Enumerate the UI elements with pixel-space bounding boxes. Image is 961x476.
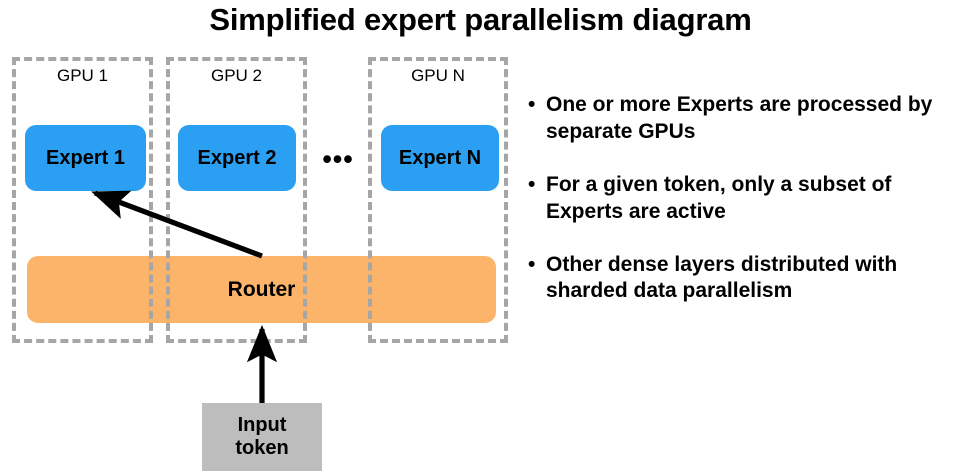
bullet-text-1: One or more Experts are processed by sep…: [546, 93, 933, 143]
expert-box-n: Expert N: [381, 125, 499, 191]
page-title: Simplified expert parallelism diagram: [209, 2, 752, 37]
bullet-marker-icon: •: [528, 93, 536, 116]
bullet-marker-icon: •: [528, 252, 536, 276]
router-label: Router: [227, 277, 296, 301]
input-token-box: Input token: [202, 403, 322, 471]
input-token-line-2: token: [235, 437, 289, 459]
bullet-marker-icon: •: [528, 172, 536, 196]
gpu-label-n: GPU N: [411, 66, 465, 85]
gpu-label-2: GPU 2: [210, 66, 263, 85]
ellipsis-indicator: •••: [322, 144, 354, 174]
gpu-label-1: GPU 1: [56, 66, 109, 85]
bullet-text-2: For a given token, only a subset of Expe…: [546, 172, 892, 223]
bullet-item-3: • Other dense layers distributed with sh…: [528, 252, 958, 306]
router-bar: [27, 256, 496, 323]
bullet-item-1: • One or more Experts are processed by s…: [528, 92, 958, 146]
gpu-container-n: [368, 57, 508, 343]
bullet-item-2: • For a given token, only a subset of Ex…: [528, 172, 958, 226]
expert-box-2: Expert 2: [178, 125, 296, 191]
input-token-line-1: Input: [237, 414, 287, 436]
bullet-text-3: Other dense layers distributed with shar…: [546, 252, 898, 303]
expert-box-1: Expert 1: [25, 125, 146, 191]
bullet-list: • One or more Experts are processed by s…: [528, 92, 958, 331]
